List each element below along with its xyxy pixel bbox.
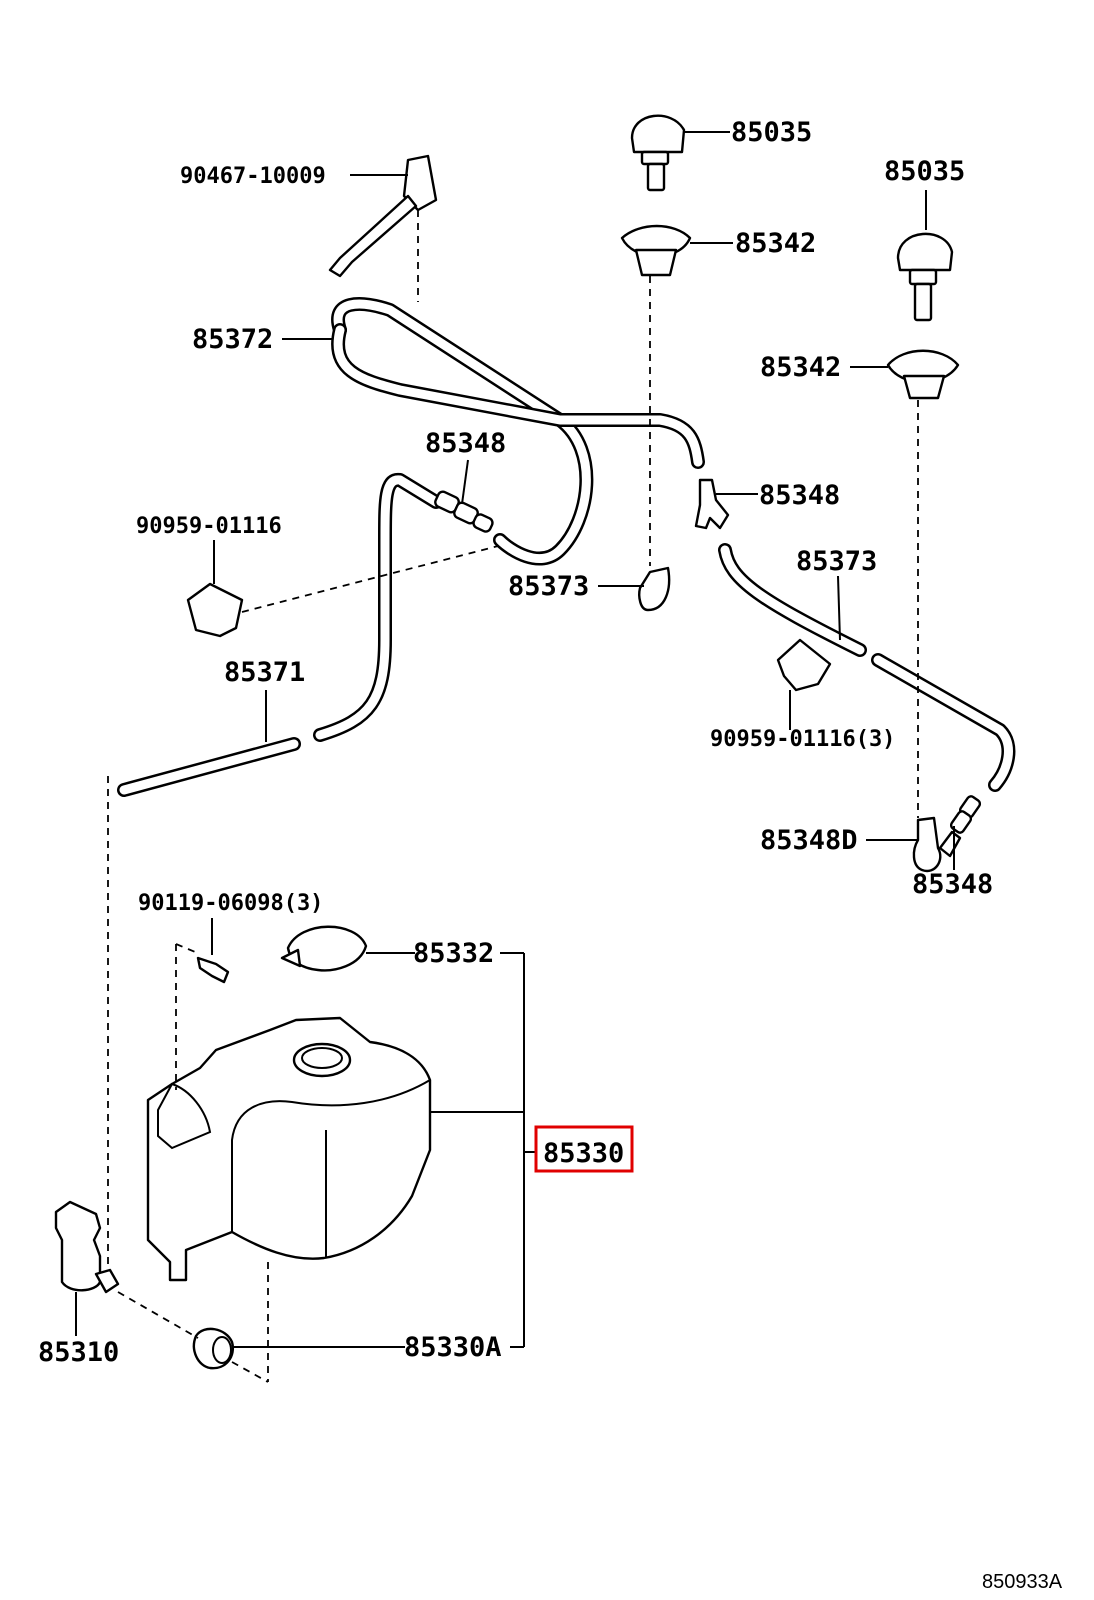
clamp-90467 (328, 154, 438, 278)
tank-85330 (146, 1016, 524, 1282)
hose-85372 (331, 297, 705, 566)
grommet-85330a (192, 1327, 405, 1370)
leader-lines (265, 338, 955, 1348)
pump-85310 (54, 1200, 120, 1336)
connector-85348-y (694, 478, 730, 530)
highlight-box-85330 (534, 1125, 634, 1173)
grommet-85342-top (620, 224, 733, 277)
label-85348d[interactable]: 85348D (760, 825, 858, 856)
elbow-85373-left (638, 566, 671, 612)
cap-85332 (280, 925, 415, 972)
part-labels: 90467-10009 85035 85035 85342 85342 8537… (38, 117, 1063, 1593)
label-85348-y[interactable]: 85348 (759, 480, 840, 511)
label-85373-right[interactable]: 85373 (796, 546, 877, 577)
label-85371[interactable]: 85371 (224, 657, 305, 688)
label-85330[interactable]: 85330 (543, 1138, 624, 1169)
hose-85373-right (718, 543, 1016, 792)
diagram-reference-code: 850933A (982, 1571, 1063, 1593)
hose-85371 (117, 473, 443, 797)
dashed-guides (107, 210, 919, 1383)
label-85330a[interactable]: 85330A (404, 1332, 502, 1363)
nozzle-85035-top (630, 114, 730, 192)
nozzle-85035-right (896, 190, 954, 322)
label-85348-left[interactable]: 85348 (425, 428, 506, 459)
clip-90959-right (776, 638, 832, 730)
label-90959-01116-3[interactable]: 90959-01116(3) (710, 727, 895, 752)
label-85342-top[interactable]: 85342 (735, 228, 816, 259)
label-85348-lower[interactable]: 85348 (912, 869, 993, 900)
label-90959-01116[interactable]: 90959-01116 (136, 514, 282, 539)
label-85342-right[interactable]: 85342 (760, 352, 841, 383)
connector-85348-lower (949, 795, 982, 834)
label-85332[interactable]: 85332 (413, 938, 494, 969)
label-85372[interactable]: 85372 (192, 324, 273, 355)
label-85035-top[interactable]: 85035 (731, 117, 812, 148)
label-85035-right[interactable]: 85035 (884, 156, 965, 187)
label-90119-06098-3[interactable]: 90119-06098(3) (138, 891, 323, 916)
label-90467-10009[interactable]: 90467-10009 (180, 164, 326, 189)
label-85310[interactable]: 85310 (38, 1337, 119, 1368)
grommet-85342-right (850, 349, 960, 400)
clip-90959-left (186, 540, 244, 638)
label-85373-left[interactable]: 85373 (508, 571, 589, 602)
connector-85348-left (434, 490, 494, 533)
bolt-90119 (196, 918, 230, 984)
